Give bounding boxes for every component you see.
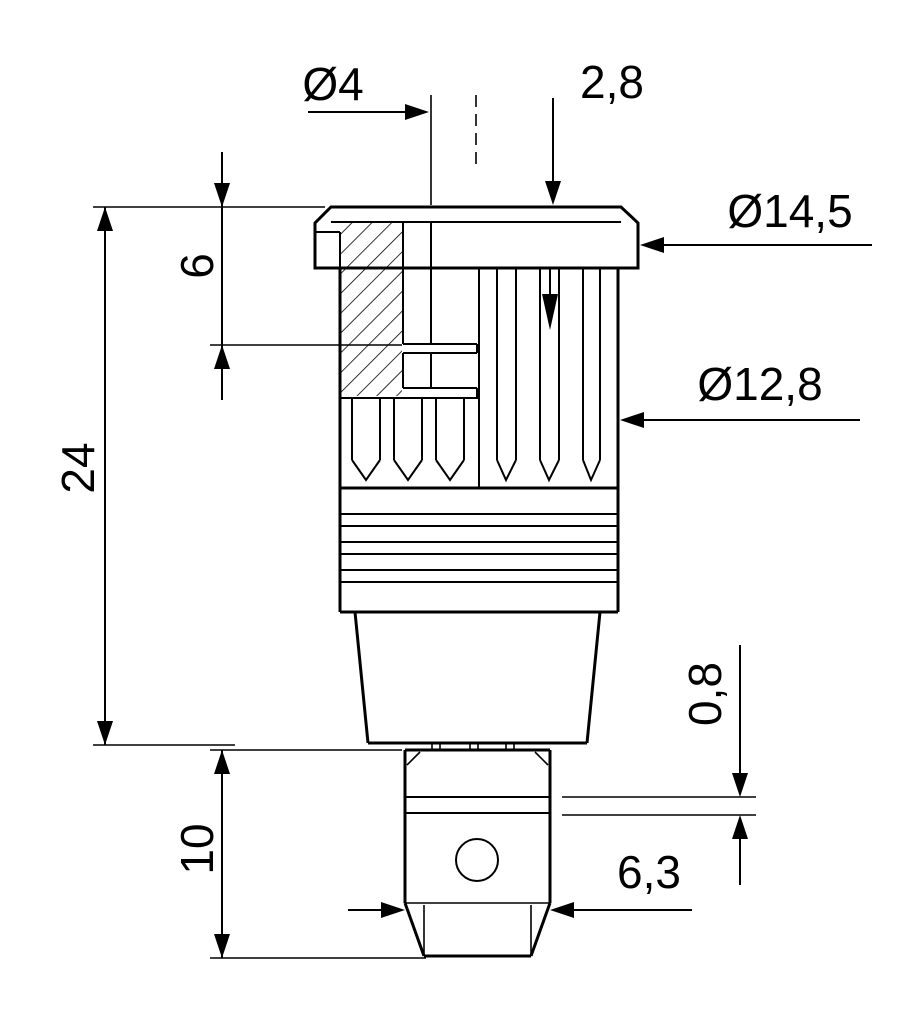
arrowhead-up-icon	[214, 345, 230, 369]
dim-upper-depth: 6	[171, 152, 402, 400]
arrowhead-down-icon	[542, 294, 558, 330]
dim-hole-diameter: Ø4	[302, 58, 477, 205]
dim-label-shaft-diameter: 6,3	[617, 846, 681, 898]
dim-label-groove-width: 0,8	[679, 662, 731, 726]
arrowhead-left-icon	[640, 237, 664, 253]
dim-label-overall-height: 24	[52, 442, 104, 493]
flange-outline	[313, 205, 640, 270]
dim-label-slot-width: 2,8	[580, 56, 644, 108]
arrowhead-right-icon	[405, 104, 429, 120]
arrowhead-down-icon	[97, 721, 113, 745]
dim-groove-width: 0,8	[562, 645, 756, 885]
part-cone	[353, 611, 602, 745]
dim-body-diameter: Ø12,8	[620, 358, 860, 428]
part-splines	[478, 268, 601, 488]
arrowhead-down-icon	[732, 773, 748, 797]
arrowhead-left-icon	[620, 412, 644, 428]
arrowhead-down-icon	[214, 934, 230, 958]
shaft-hole	[455, 838, 499, 882]
dim-shaft-length: 10	[171, 749, 426, 959]
dim-overall-height: 24	[52, 206, 325, 746]
arrowhead-down-icon	[214, 183, 230, 207]
arrowhead-up-icon	[97, 207, 113, 231]
arrowhead-left-icon	[550, 902, 574, 918]
part-knurl-band	[340, 398, 618, 490]
dim-flange-diameter: Ø14,5	[640, 185, 872, 253]
part-shaft	[403, 743, 552, 958]
dim-label-upper-depth: 6	[171, 253, 223, 279]
part-rib-band	[340, 513, 618, 614]
dim-label-body-diameter: Ø12,8	[697, 358, 822, 410]
arrowhead-up-icon	[214, 750, 230, 774]
part-flange	[313, 205, 640, 270]
dim-slot-width: 2,8	[542, 56, 644, 330]
section-hatch	[340, 222, 402, 396]
arrowhead-right-icon	[381, 902, 405, 918]
dim-shaft-diameter: 6,3	[348, 846, 692, 918]
part-section-slot	[340, 222, 479, 399]
arrowhead-up-icon	[732, 815, 748, 839]
hatch-region	[340, 222, 402, 396]
dim-label-shaft-length: 10	[171, 823, 223, 874]
dim-label-flange-diameter: Ø14,5	[727, 185, 852, 237]
dim-label-hole-diameter: Ø4	[302, 58, 363, 110]
arrowhead-down-icon	[545, 181, 561, 205]
